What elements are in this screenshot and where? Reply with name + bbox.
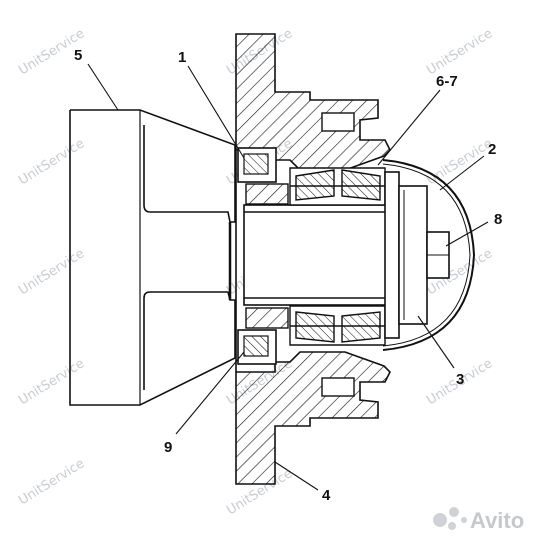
spacer-rings <box>245 183 289 329</box>
callout-5: 5 <box>74 47 82 64</box>
callout-3: 3 <box>456 371 464 388</box>
callout-labels: 5 1 6-7 2 8 3 9 4 <box>74 47 502 504</box>
callout-8: 8 <box>494 211 502 228</box>
part-4-hub-housing <box>235 33 391 485</box>
part-2-dust-cap <box>382 159 476 351</box>
part-8-bolt <box>426 231 450 279</box>
part-1-upper-seal <box>237 147 277 183</box>
callout-9: 9 <box>164 439 172 456</box>
watermark-text: UnitService <box>16 136 87 188</box>
part-6-7-bearings <box>289 167 386 346</box>
avito-logo-text: Avito <box>470 508 524 533</box>
callout-6-7: 6-7 <box>436 73 458 90</box>
watermark-text: UnitService <box>16 246 87 298</box>
part-5-knuckle <box>69 109 236 406</box>
callout-4: 4 <box>322 487 331 504</box>
watermark-text: UnitService <box>16 456 87 508</box>
callout-1: 1 <box>178 49 186 66</box>
leader-lines <box>87 63 489 491</box>
part-9-lower-seal <box>237 329 277 365</box>
axle-shaft <box>243 204 395 306</box>
callout-2: 2 <box>488 141 496 158</box>
avito-logo: Avito <box>433 507 524 533</box>
part-3-hub-nut <box>384 171 428 339</box>
watermark-text: UnitService <box>16 356 87 408</box>
watermark-text: UnitService <box>424 26 495 78</box>
